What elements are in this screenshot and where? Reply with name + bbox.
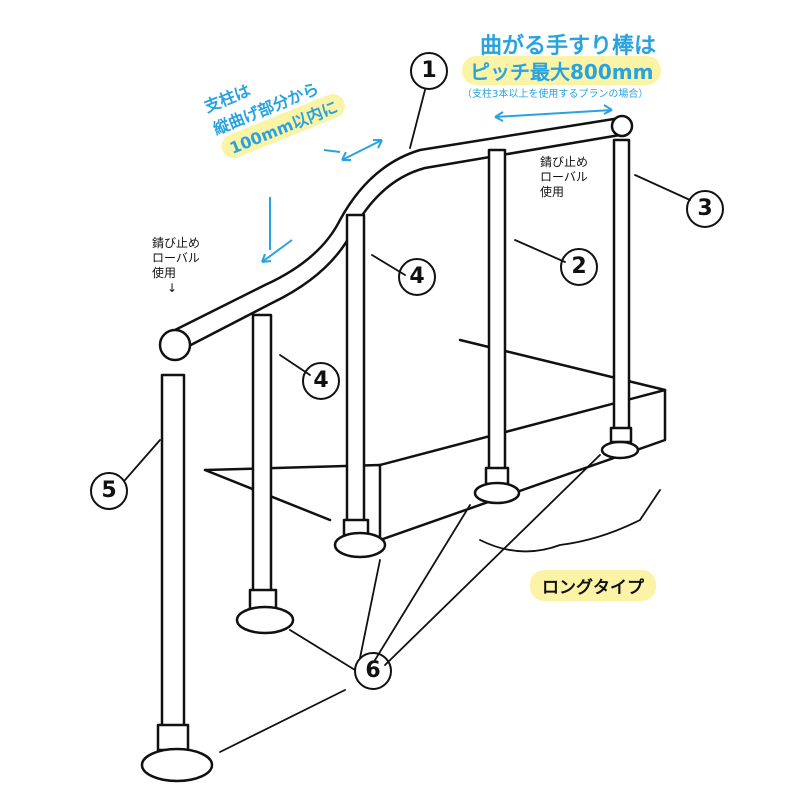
end-joint-left <box>158 328 192 362</box>
rust-left-line3: 使用 <box>152 266 177 280</box>
part-number-3: 3 <box>686 190 724 228</box>
step-platform <box>203 338 667 542</box>
rust-right-line1: 錆び止め <box>540 155 589 169</box>
post-3 <box>600 138 640 460</box>
pitch-line2: ピッチ最大800mm <box>462 56 662 85</box>
part-number-2: 2 <box>560 248 598 286</box>
post-2 <box>473 148 521 505</box>
pitch-note: （支柱3本以上を使用するプランの場合） <box>462 89 649 100</box>
pitch-arrow <box>494 104 613 122</box>
part-number-5: 5 <box>90 472 128 510</box>
rust-note-right: 錆び止め ローバル 使用 <box>540 155 588 200</box>
long-type-label: ロングタイプ <box>530 570 656 601</box>
rust-left-line1: 錆び止め <box>152 236 201 250</box>
part-number-1: 1 <box>410 52 448 90</box>
post-4a <box>235 313 295 635</box>
part-number-4b: 4 <box>302 362 340 400</box>
pitch-line1: 曲がる手すり棒は <box>480 34 657 59</box>
post-5 <box>140 373 214 783</box>
down-arrow-icon: ↓ <box>167 281 178 295</box>
post-4b <box>333 213 387 559</box>
rust-left-line2: ローバル <box>152 251 200 265</box>
part-number-4a: 4 <box>398 258 436 296</box>
rust-right-line3: 使用 <box>540 185 565 199</box>
part-number-6: 6 <box>354 652 392 690</box>
rust-right-line2: ローバル <box>540 170 588 184</box>
rust-note-left: 錆び止め ローバル 使用 ↓ <box>152 236 200 296</box>
end-joint-right <box>610 114 634 138</box>
distance-arrow-upper <box>341 139 383 161</box>
distance-arrow-lower <box>261 239 293 263</box>
